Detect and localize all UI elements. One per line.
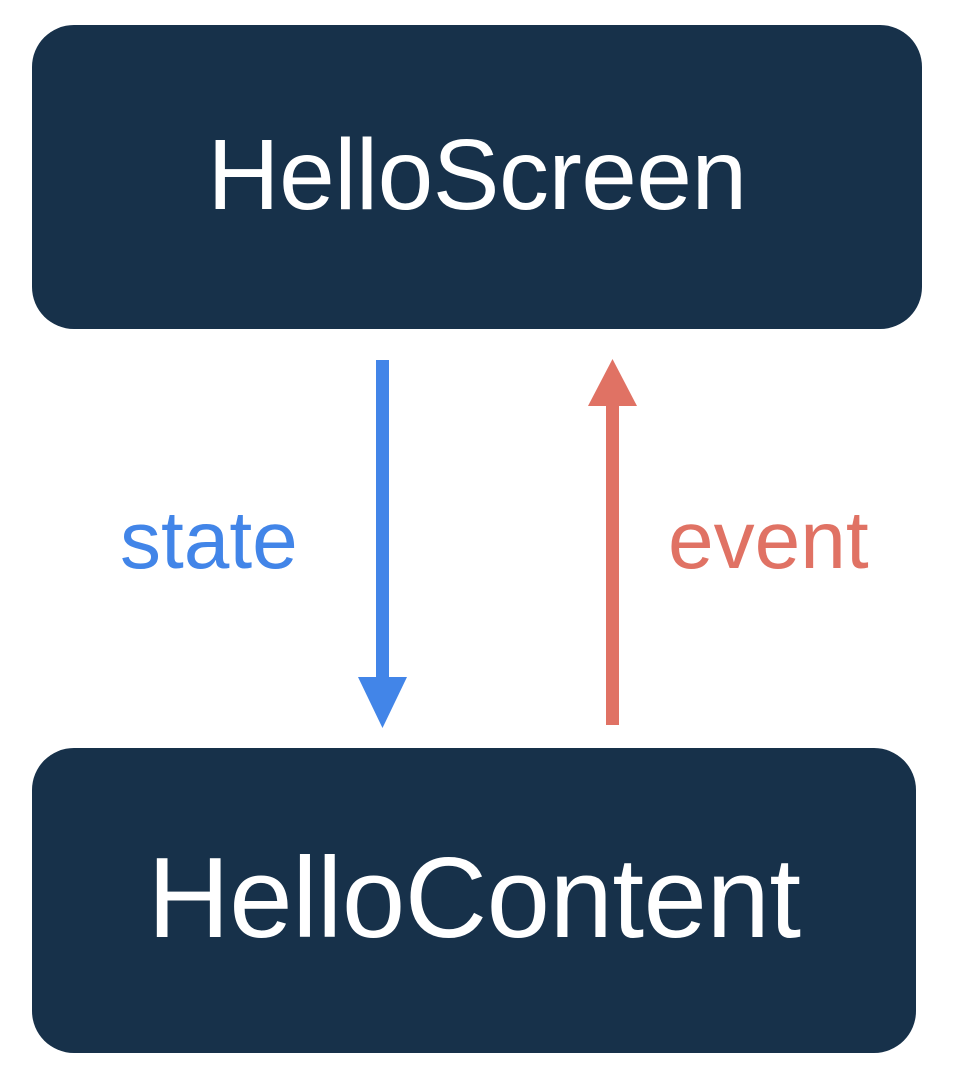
- node-hello-content[interactable]: HelloContent: [32, 748, 916, 1053]
- node-hello-content-label: HelloContent: [147, 834, 801, 962]
- edge-label-event: event: [668, 495, 869, 586]
- event-arrow-head-icon: [588, 359, 637, 406]
- state-arrow-shaft: [376, 360, 389, 680]
- node-hello-screen[interactable]: HelloScreen: [32, 25, 922, 329]
- state-arrow: [358, 360, 407, 728]
- event-arrow: [588, 359, 637, 725]
- state-arrow-head-icon: [358, 677, 407, 728]
- node-hello-screen-label: HelloScreen: [207, 119, 747, 231]
- edge-label-state: state: [120, 495, 298, 586]
- event-arrow-shaft: [606, 404, 619, 725]
